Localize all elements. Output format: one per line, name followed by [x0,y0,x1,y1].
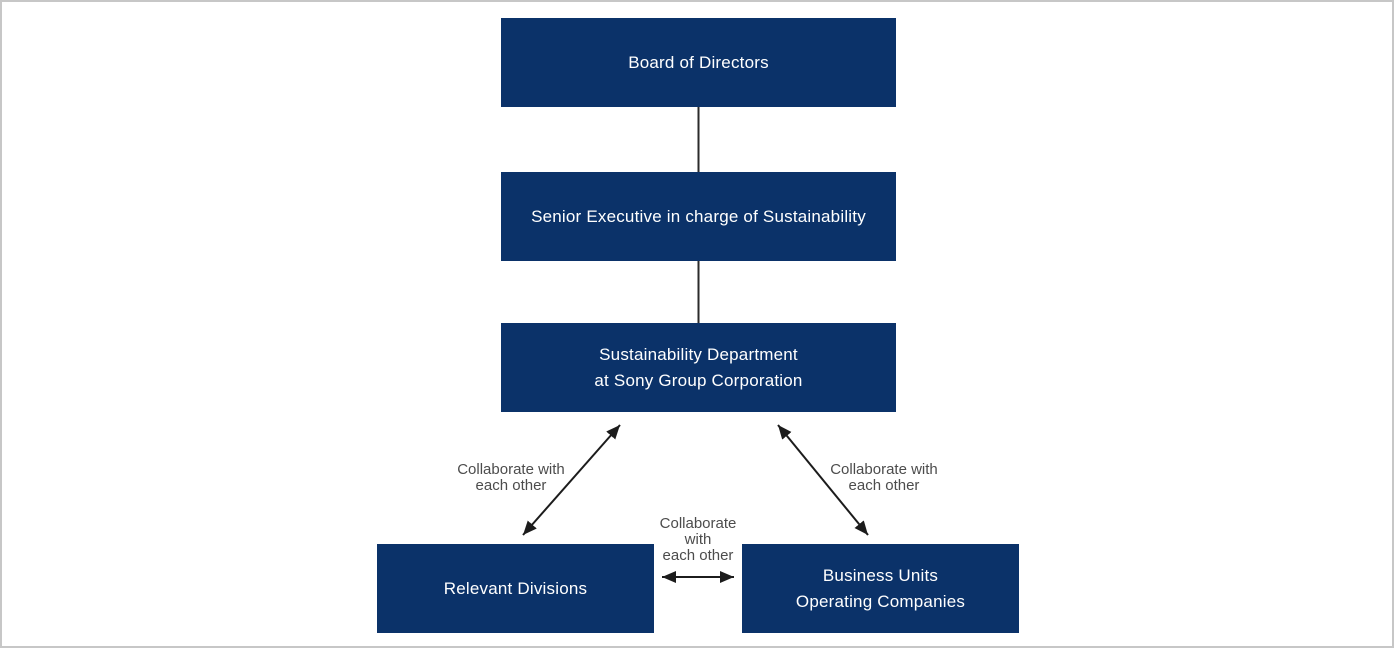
node-business-units-operating-companies: Business Units Operating Companies [742,544,1019,633]
node-relevant-divisions: Relevant Divisions [377,544,654,633]
edge-label-collaborate-right: Collaborate with each other [830,461,938,494]
edge-label-collaborate-center: Collaborate with each other [659,515,737,564]
edge-label-collaborate-left: Collaborate with each other [457,461,565,494]
node-board-of-directors: Board of Directors [501,18,896,107]
node-sustainability-department: Sustainability Department at Sony Group … [501,323,896,412]
node-senior-executive: Senior Executive in charge of Sustainabi… [501,172,896,261]
